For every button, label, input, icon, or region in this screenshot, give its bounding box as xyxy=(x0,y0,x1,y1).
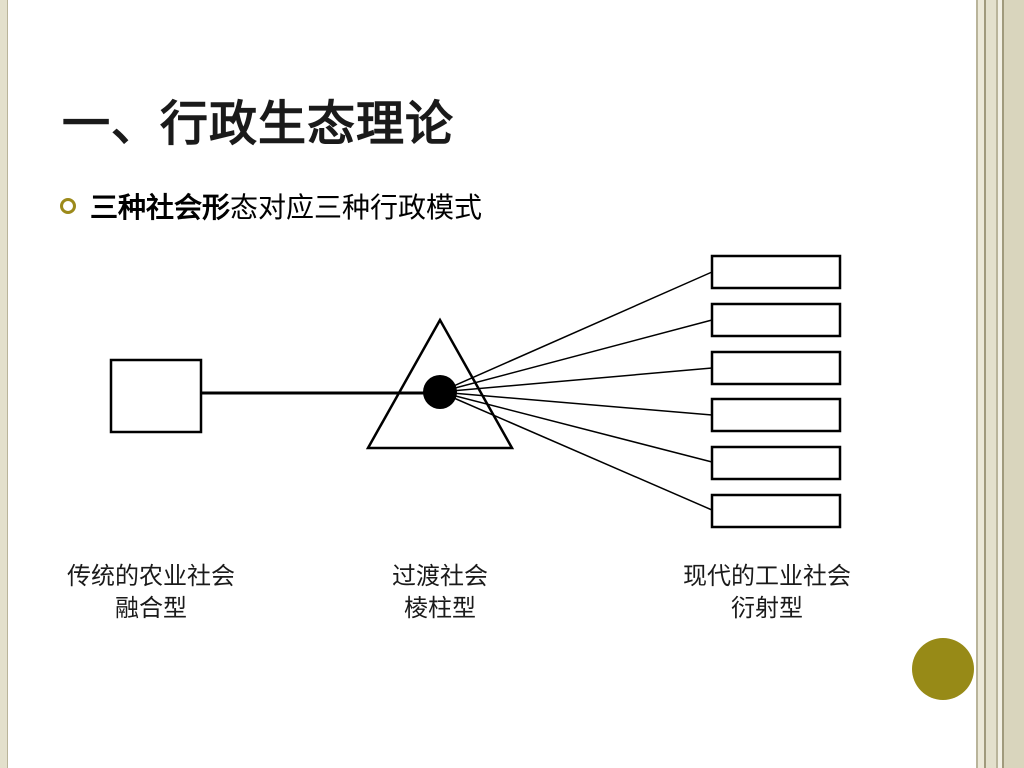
bullet-text-normal: 态对应三种行政模式 xyxy=(230,191,483,224)
caption-line2: 衍射型 xyxy=(731,594,803,622)
bullet-item: 三种社会形态对应三种行政模式 xyxy=(60,186,482,226)
diffraction-ray xyxy=(439,391,713,511)
caption-line1: 现代的工业社会 xyxy=(683,562,851,590)
diffraction-ray xyxy=(439,391,713,416)
diffracted-rect xyxy=(710,350,842,386)
diffraction-ray xyxy=(439,391,713,463)
slide-title: 一、行政生态理论 xyxy=(62,96,455,152)
right-border-decoration xyxy=(976,0,1024,768)
bullet-text-bold: 三种社会形 xyxy=(90,191,231,224)
caption-transitional-society: 过渡社会 棱柱型 xyxy=(372,560,508,624)
caption-traditional-society: 传统的农业社会 融合型 xyxy=(48,560,254,624)
diffraction-ray xyxy=(439,271,713,393)
fused-model-square xyxy=(109,358,203,434)
diffracted-rect xyxy=(710,397,842,433)
diffracted-rect xyxy=(710,254,842,290)
caption-line1: 传统的农业社会 xyxy=(67,562,235,590)
caption-line1: 过渡社会 xyxy=(392,562,488,590)
diffracted-rect xyxy=(710,493,842,529)
left-border-decoration xyxy=(0,0,8,768)
decorative-olive-circle xyxy=(912,638,974,700)
bullet-text: 三种社会形态对应三种行政模式 xyxy=(90,186,482,226)
caption-line2: 棱柱型 xyxy=(404,594,476,622)
prism-center-dot xyxy=(423,375,457,409)
prismatic-triangle xyxy=(365,317,515,450)
diffracted-rect xyxy=(710,445,842,481)
diffraction-ray xyxy=(439,367,713,393)
diffracted-rect xyxy=(710,302,842,338)
caption-industrial-society: 现代的工业社会 衍射型 xyxy=(664,560,870,624)
caption-line2: 融合型 xyxy=(115,594,187,622)
diffraction-ray xyxy=(439,319,713,393)
bullet-ring-icon xyxy=(60,198,76,214)
